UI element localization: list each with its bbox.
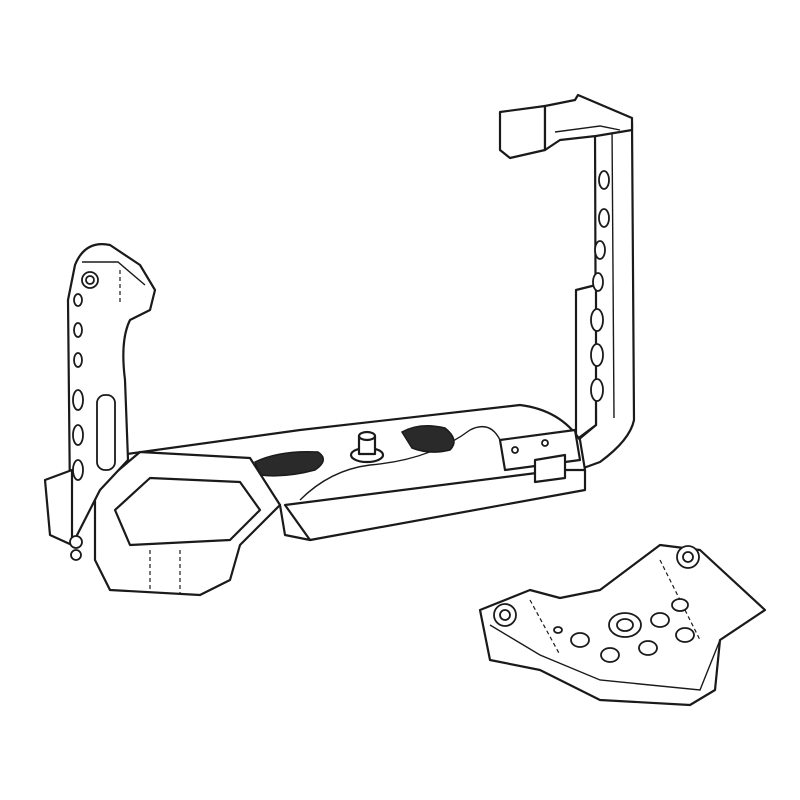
cold-shoe-mount — [498, 93, 634, 160]
tripod-screw — [349, 430, 385, 464]
left-arm — [43, 243, 157, 561]
right-arm-holes — [590, 170, 610, 402]
right-arm — [574, 120, 636, 472]
detachable-grip-plate — [478, 543, 767, 707]
rubber-pads — [254, 425, 455, 477]
base-plate — [98, 403, 587, 542]
grip-cup — [93, 450, 282, 597]
